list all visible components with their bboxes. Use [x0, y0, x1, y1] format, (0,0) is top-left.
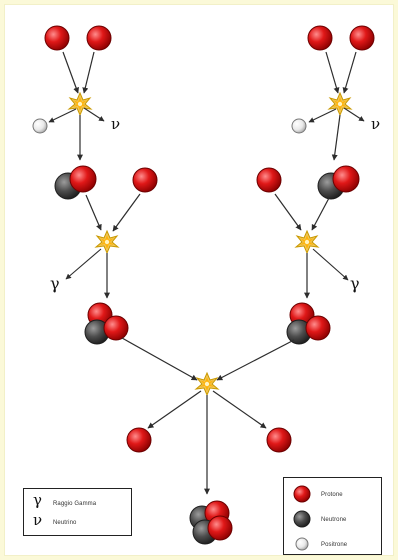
helium4-cluster — [189, 500, 233, 545]
arrow — [83, 107, 105, 122]
proton-particle — [44, 25, 70, 51]
proton-particle — [256, 167, 282, 193]
neutron-legend-icon — [293, 510, 311, 528]
arrow — [342, 51, 357, 94]
arrow — [274, 193, 302, 231]
arrow — [112, 193, 141, 232]
proton-particle — [207, 515, 233, 541]
arrow — [331, 114, 341, 161]
arrow — [308, 108, 337, 123]
proton-particle — [266, 427, 292, 453]
proton-particle — [103, 315, 129, 341]
middle-left-reaction: γ — [50, 165, 158, 299]
helium3-right — [286, 302, 331, 345]
arrow — [85, 194, 102, 231]
positron-particle — [291, 118, 307, 134]
neutrino-symbol: ν — [371, 115, 380, 133]
proton-particle — [132, 167, 158, 193]
neutrino-symbol: ν — [111, 115, 120, 133]
proton-particle — [86, 25, 112, 51]
proton-particle — [349, 25, 375, 51]
arrow — [325, 51, 340, 94]
legend-left — [23, 488, 132, 536]
proton-legend-icon — [293, 485, 311, 503]
proton-particle — [126, 427, 152, 453]
positron-legend-label: Positrone — [321, 542, 348, 548]
arrow — [147, 390, 202, 429]
gamma-symbol: γ — [350, 274, 360, 293]
middle-right-reaction: γ — [256, 165, 360, 299]
gamma-symbol: γ — [50, 274, 60, 293]
neutrino-legend-label: Neutrino — [53, 520, 77, 526]
proton-particle — [69, 165, 97, 193]
arrow — [216, 339, 295, 381]
top-left-reaction: ν — [32, 25, 120, 161]
arrow — [311, 197, 330, 231]
arrow — [121, 337, 198, 381]
arrow — [212, 390, 267, 429]
neutron-legend-label: Neutrone — [321, 517, 347, 523]
arrow — [65, 248, 102, 280]
top-right-reaction: ν — [291, 25, 380, 161]
arrow — [343, 107, 365, 122]
proton-particle — [305, 315, 331, 341]
helium3-left — [84, 302, 129, 345]
positron-legend-icon — [295, 537, 309, 551]
arrow — [48, 108, 77, 123]
gamma-legend-label: Raggio Gamma — [53, 501, 97, 507]
arrow — [62, 51, 79, 94]
proton-particle — [332, 165, 360, 193]
arrow — [312, 248, 349, 281]
arrow — [82, 51, 95, 94]
diagram-card — [4, 4, 394, 556]
proton-particle — [307, 25, 333, 51]
proton-legend-label: Protone — [321, 492, 343, 498]
positron-particle — [32, 118, 48, 134]
neutrino-legend-symbol: ν — [33, 511, 42, 529]
gamma-legend-symbol: γ — [33, 491, 42, 509]
